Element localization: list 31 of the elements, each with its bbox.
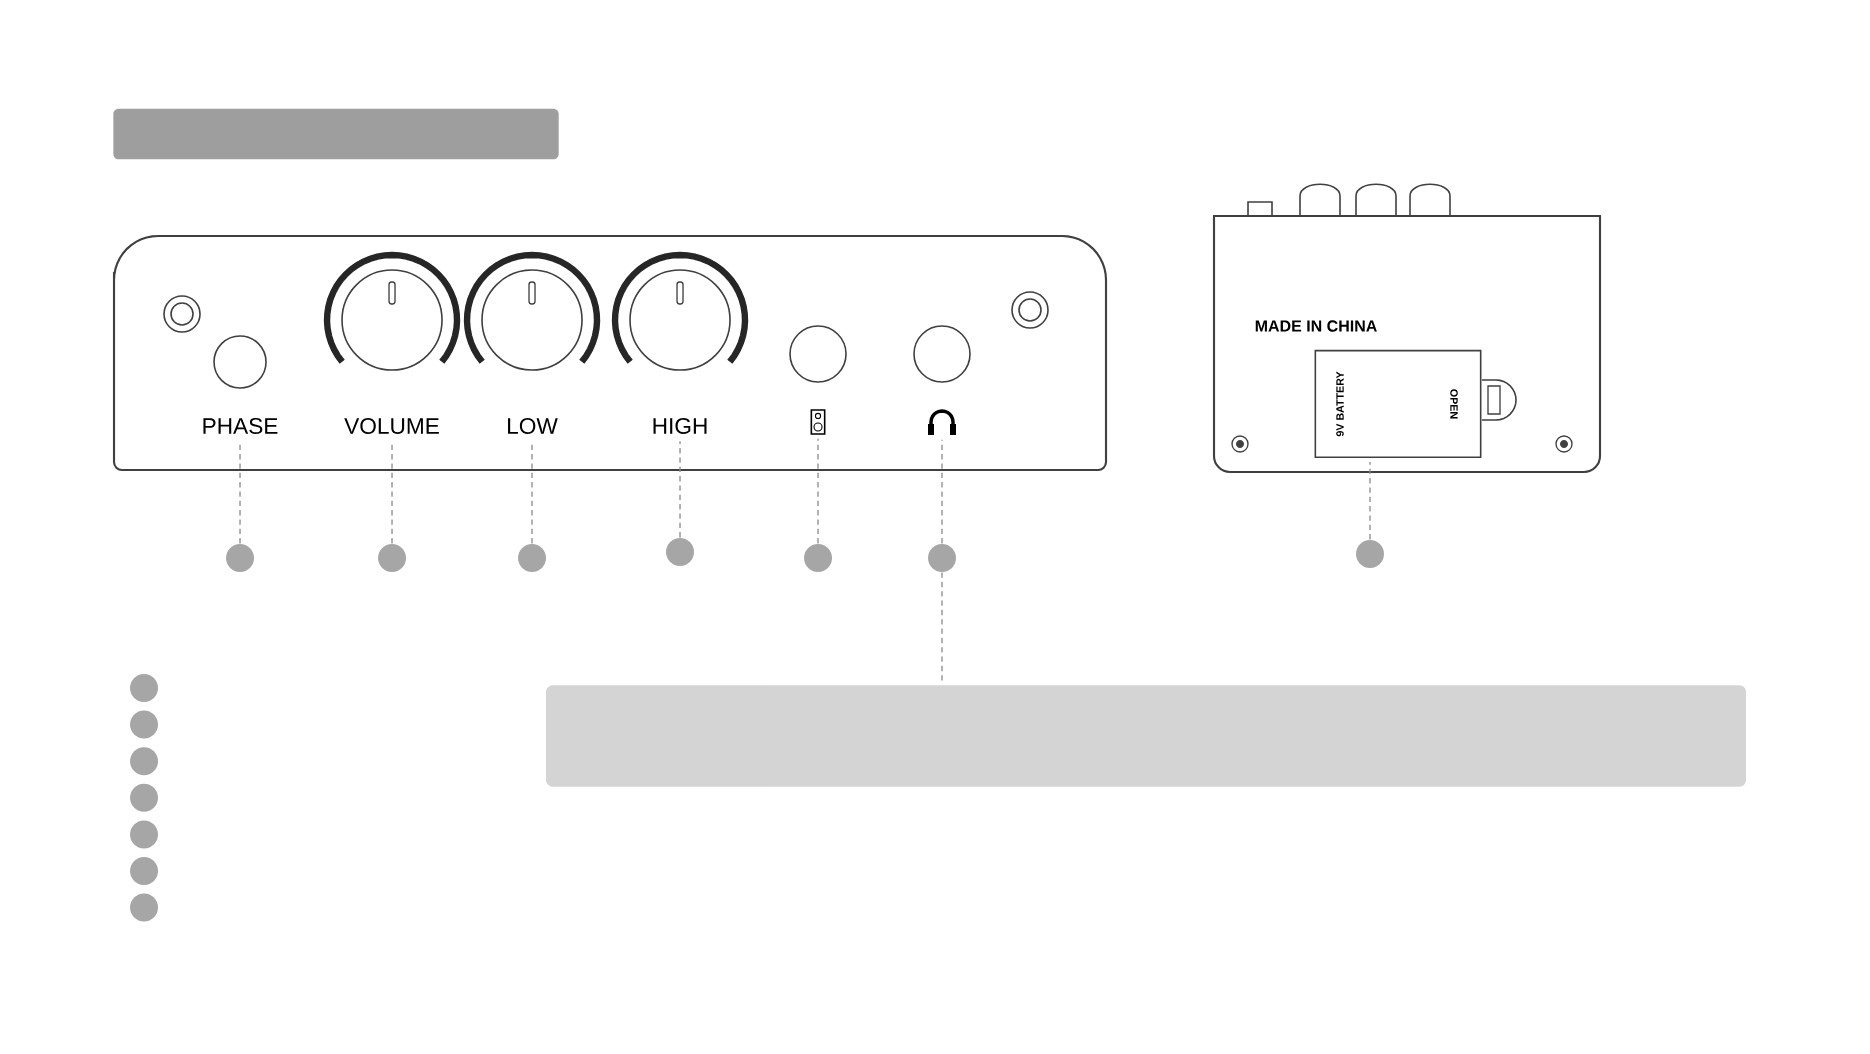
- callout-dot: [130, 893, 158, 922]
- callout-dot: [1356, 540, 1384, 568]
- callout-dot: [518, 544, 546, 572]
- leader-line: [941, 439, 943, 545]
- header-bar: [113, 108, 559, 160]
- callout-dot: [130, 783, 158, 812]
- leader-line: [679, 440, 681, 539]
- callout-dot: [378, 544, 406, 572]
- callout-dot: [928, 544, 956, 572]
- speaker-icon: [810, 409, 826, 435]
- control-label: LOW: [508, 418, 558, 434]
- control-label: VOLUME: [344, 418, 439, 434]
- leader-line: [239, 440, 241, 545]
- callout-dot: [226, 544, 254, 572]
- callout-dot: [130, 710, 158, 739]
- callout-dot: [130, 857, 158, 885]
- callout-dot: [130, 747, 158, 776]
- leader-line: [391, 440, 393, 545]
- leader-line: [941, 571, 943, 682]
- leader-line: [1369, 461, 1371, 541]
- control-label: PHASE: [203, 418, 278, 434]
- headphone-icon: [928, 409, 956, 435]
- leader-line: [531, 440, 533, 545]
- callout-dot: [130, 820, 158, 849]
- callout-dot: [804, 544, 832, 572]
- callout-dot: [130, 674, 158, 702]
- callout-dot: [666, 538, 694, 566]
- control-label: HIGH: [653, 418, 707, 434]
- printed-text: MADE IN CHINA: [1255, 320, 1377, 332]
- text-box: [546, 685, 1746, 787]
- leader-line: [817, 438, 819, 545]
